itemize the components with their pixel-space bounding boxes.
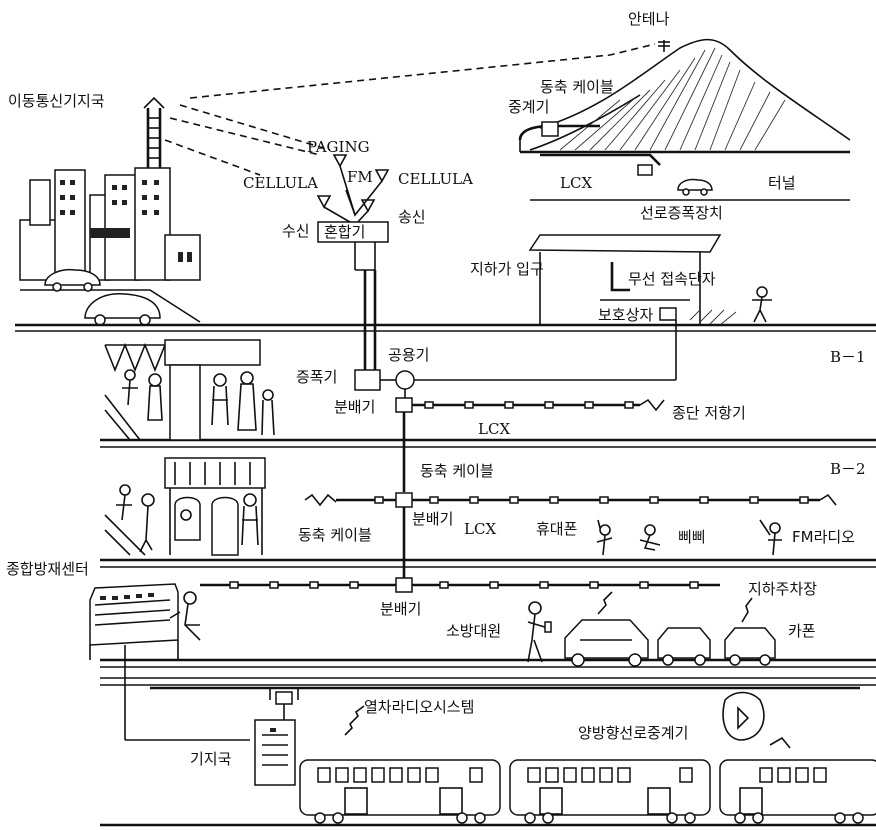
lcx-tunnel-cable — [540, 155, 660, 165]
label-bidirectional-repeater: 양방향선로중계기 — [578, 724, 688, 742]
label-lcx-tunnel: LCX — [560, 174, 592, 192]
label-wireless-connector: 무선 접속단자 — [628, 270, 716, 288]
label-car-phone: 카폰 — [788, 622, 816, 640]
label-combiner-top: 혼합기 — [324, 223, 365, 241]
label-cellula-left: CELLULA — [243, 174, 318, 192]
label-transmit: 송신 — [398, 208, 426, 226]
label-underground-entrance: 지하가 입구 — [470, 260, 544, 278]
label-mobile-base-station: 이동통신기지국 — [8, 92, 105, 110]
label-fm: FM — [347, 168, 373, 186]
disaster-center-console — [90, 584, 250, 740]
label-lcx-b2: LCX — [464, 520, 496, 538]
label-pager: 삐삐 — [678, 528, 706, 546]
label-terminator: 종단 저항기 — [672, 404, 746, 422]
label-base-station: 기지국 — [190, 750, 232, 768]
label-level-b2: B－2 — [830, 460, 866, 478]
label-splitter-b2: 분배기 — [412, 510, 453, 528]
label-tunnel: 터널 — [768, 174, 796, 192]
paging-antennas — [318, 155, 388, 225]
floor-b1-slab — [100, 440, 876, 447]
splitter-b2 — [396, 493, 412, 507]
walking-person — [752, 287, 772, 322]
firefighter — [528, 602, 551, 662]
tunnel-car — [678, 179, 712, 195]
floor-b3-slab — [100, 660, 876, 685]
label-coax-cable-top: 동축 케이블 — [540, 78, 614, 96]
antenna-icon — [658, 40, 670, 52]
protection-box — [660, 308, 676, 320]
label-lcx-b1: LCX — [478, 420, 510, 438]
label-coax-cable-b2-left: 동축 케이블 — [298, 526, 372, 544]
label-combiner-b1: 공용기 — [388, 346, 429, 364]
amplifier-box — [355, 370, 380, 390]
splitter-b1 — [396, 398, 412, 412]
street-car-1 — [45, 270, 100, 291]
floor-b2-slab — [100, 560, 876, 567]
label-amplifier: 증폭기 — [296, 368, 337, 386]
street-car-2 — [85, 294, 160, 325]
label-mobile-phone: 휴대폰 — [536, 520, 577, 538]
combiner-circle — [396, 371, 414, 389]
splitter-b3 — [396, 578, 412, 592]
line-amplifier-box — [638, 165, 652, 175]
label-splitter-b3: 분배기 — [380, 600, 421, 618]
combiner-top-box — [318, 222, 388, 370]
label-disaster-center: 종합방재센터 — [6, 560, 89, 578]
repeater-box — [542, 122, 558, 136]
label-line-amplifier: 선로증폭장치 — [640, 204, 723, 222]
b1-shop — [105, 340, 274, 440]
label-train-radio: 열차라디오시스템 — [364, 698, 474, 716]
parking-cars — [565, 592, 775, 666]
label-protection-box: 보호상자 — [598, 306, 653, 324]
label-paging: PAGING — [307, 138, 370, 156]
label-coax-cable-b2-top: 동축 케이블 — [420, 462, 494, 480]
label-level-b1: B－1 — [830, 348, 866, 366]
label-underground-parking: 지하주차장 — [748, 580, 817, 598]
label-splitter-b1: 분배기 — [334, 398, 375, 416]
label-repeater: 중계기 — [508, 98, 549, 116]
b2-shop — [105, 458, 265, 555]
train — [100, 760, 876, 825]
ground-surface — [15, 325, 876, 331]
label-antenna: 안테나 — [628, 10, 670, 28]
label-fm-radio: FM라디오 — [792, 528, 855, 546]
b3-equipment — [200, 578, 720, 592]
label-receive: 수신 — [282, 222, 310, 240]
label-firefighter: 소방대원 — [446, 622, 501, 640]
label-cellula-right: CELLULA — [398, 170, 473, 188]
base-station-tower — [144, 98, 164, 170]
